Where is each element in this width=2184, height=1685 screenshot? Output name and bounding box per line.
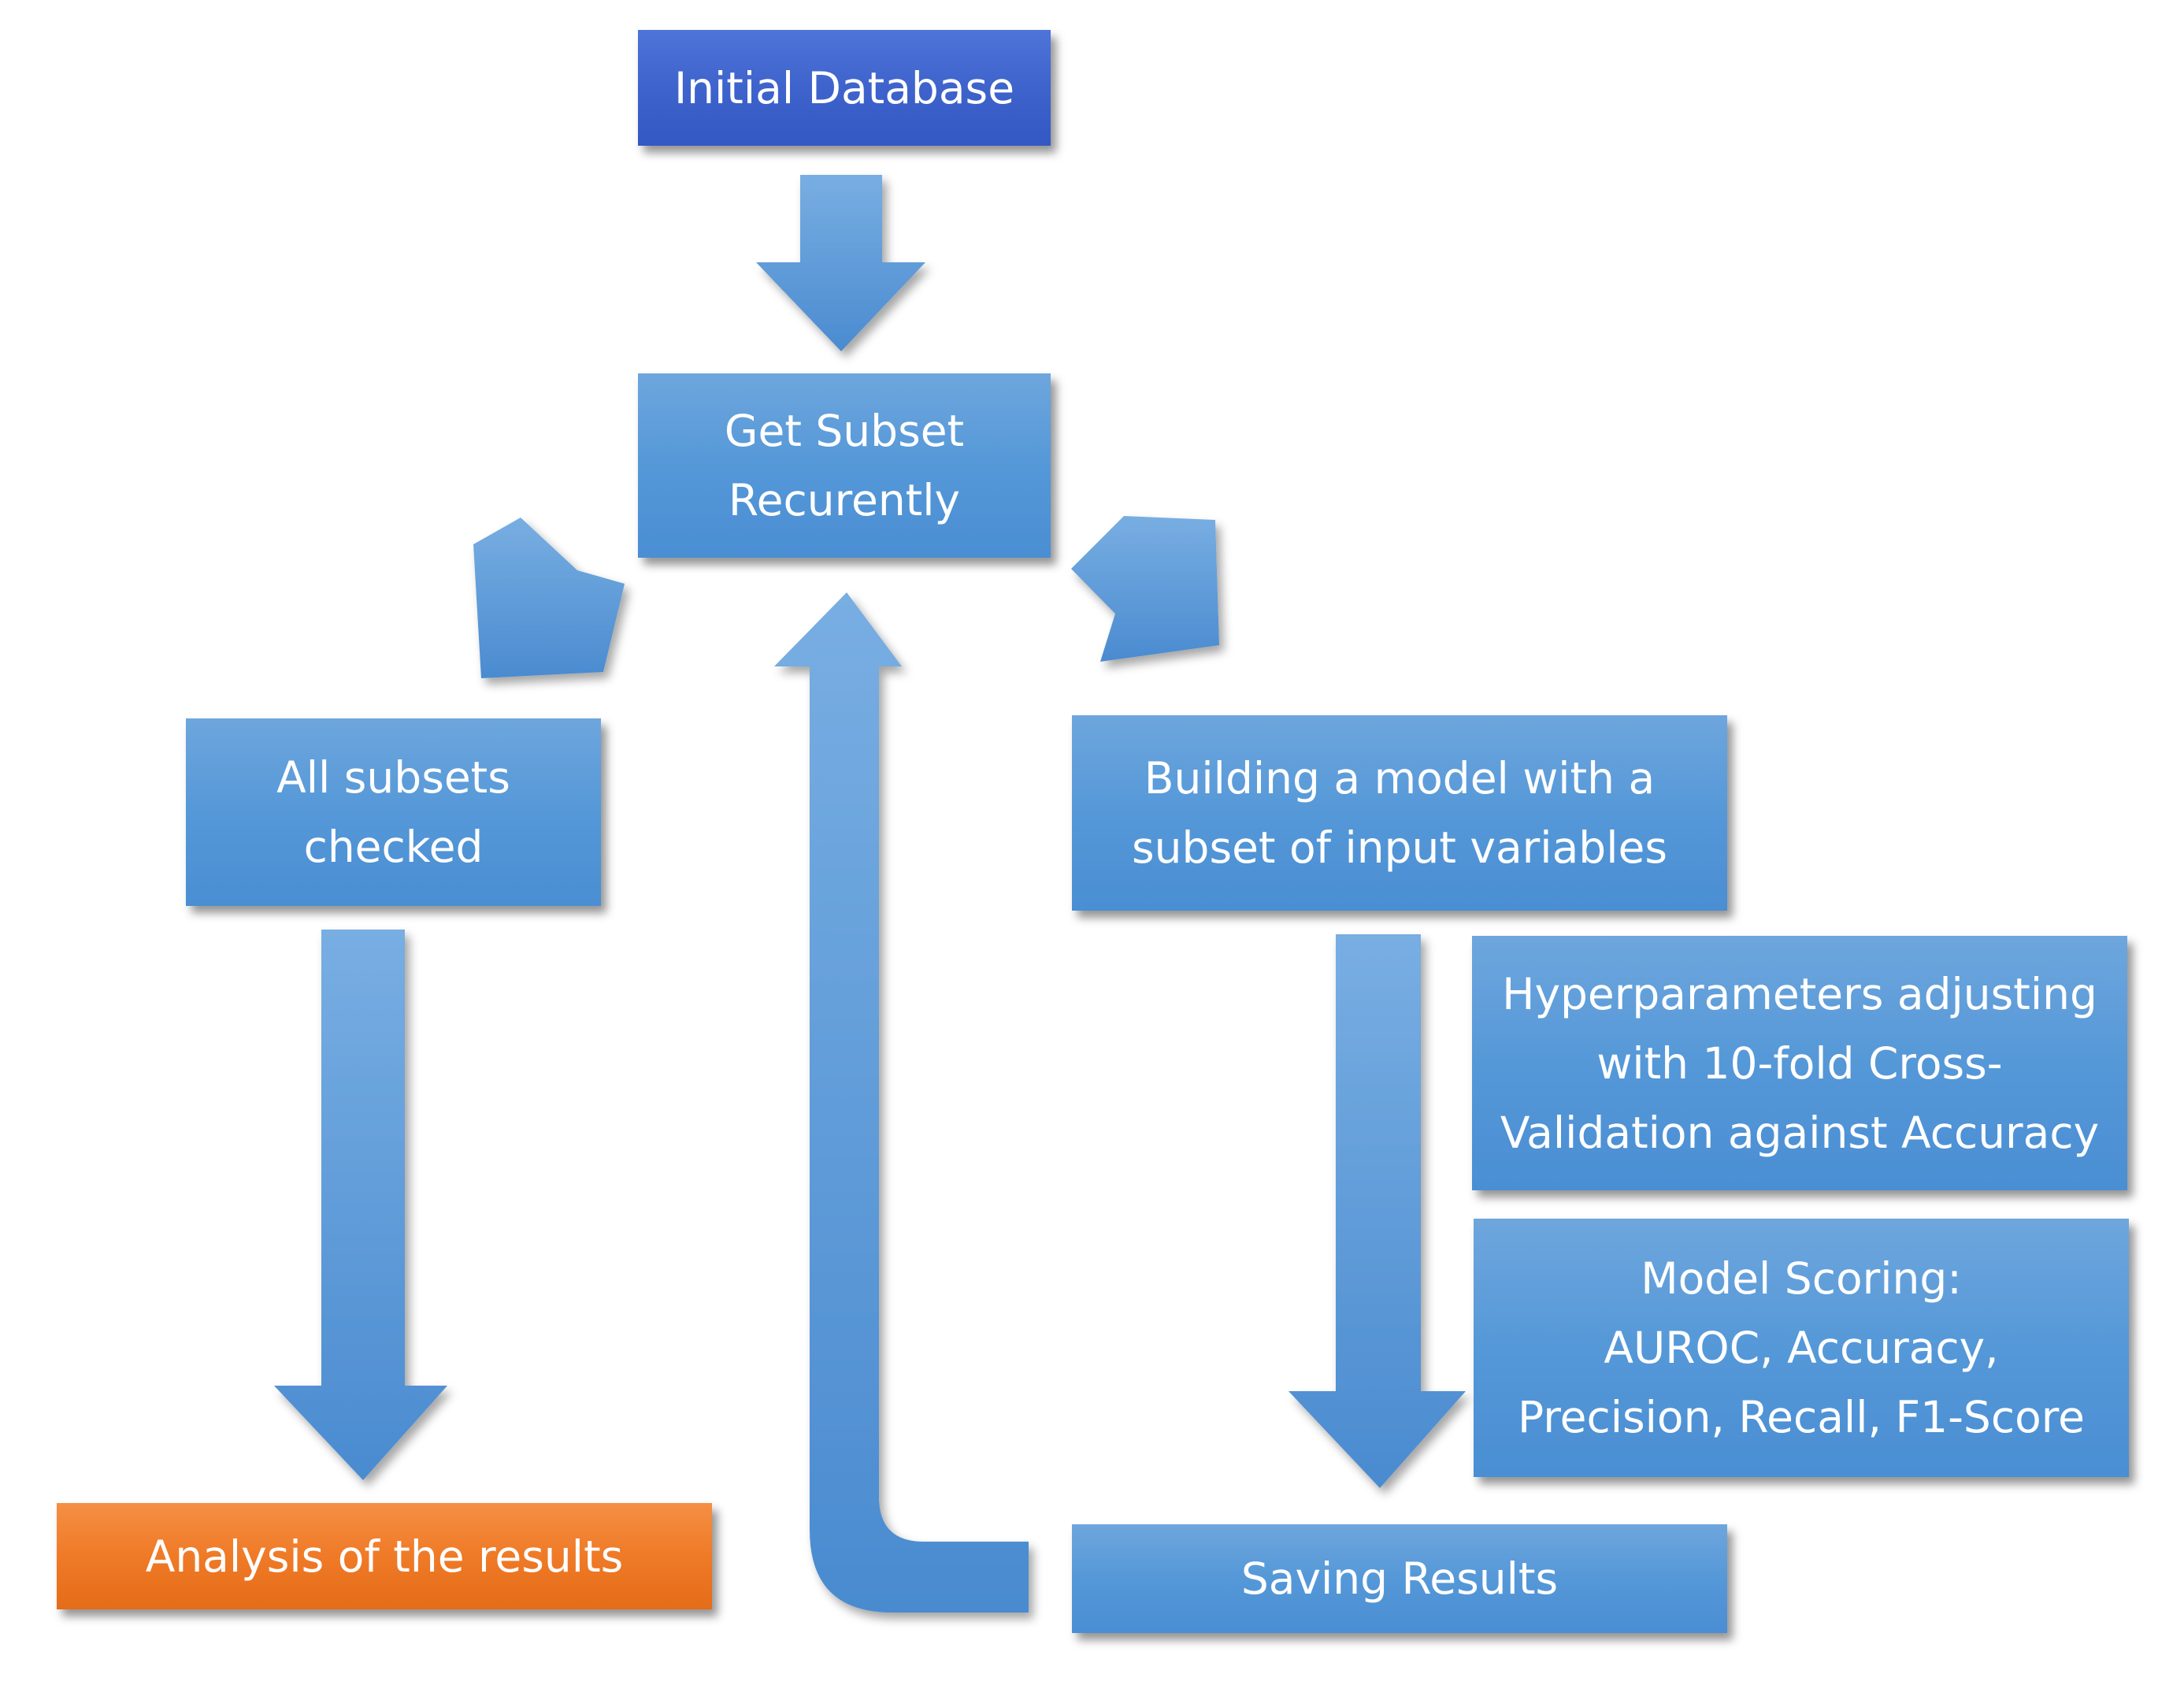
saving-results-label: Saving Results	[1240, 1553, 1559, 1604]
arrow-down-to-analysis	[274, 930, 447, 1480]
building-model-box: Building a model with a subset of input …	[1072, 715, 1727, 911]
all-subsets-label-line1: All subsets	[276, 752, 510, 803]
all-subsets-checked-box: All subsets checked	[186, 718, 601, 906]
get-subset-label-line2: Recurently	[728, 475, 961, 525]
arrow-diagonal-to-building-model	[1071, 516, 1219, 662]
analysis-results-label: Analysis of the results	[145, 1531, 624, 1582]
model-scoring-label-line3: Precision, Recall, F1-Score	[1518, 1392, 2085, 1442]
hyperparameters-label-line2: with 10-fold Cross-	[1596, 1037, 2003, 1089]
model-scoring-label-line1: Model Scoring:	[1641, 1253, 1962, 1304]
initial-database-box: Initial Database	[638, 30, 1051, 146]
model-scoring-box: Model Scoring: AUROC, Accuracy, Precisio…	[1474, 1219, 2129, 1477]
initial-database-label: Initial Database	[673, 62, 1015, 113]
building-model-label-line2: subset of input variables	[1132, 822, 1667, 873]
get-subset-box: Get Subset Recurently	[638, 373, 1051, 558]
arrow-down-to-get-subset	[756, 175, 925, 351]
arrow-loop-back-to-get-subset	[774, 592, 1029, 1613]
hyperparameters-label-line3: Validation against Accuracy	[1500, 1107, 2100, 1158]
hyperparameters-label-line1: Hyperparameters adjusting	[1502, 968, 2097, 1019]
arrow-diagonal-to-all-subsets	[473, 518, 625, 678]
get-subset-label-line1: Get Subset	[724, 406, 965, 456]
arrow-down-to-saving-results	[1289, 934, 1466, 1488]
analysis-results-box: Analysis of the results	[57, 1503, 712, 1609]
saving-results-box: Saving Results	[1072, 1524, 1727, 1633]
all-subsets-label-line2: checked	[303, 822, 484, 872]
model-scoring-label-line2: AUROC, Accuracy,	[1604, 1323, 1999, 1373]
building-model-label-line1: Building a model with a	[1144, 753, 1656, 804]
hyperparameters-box: Hyperparameters adjusting with 10-fold C…	[1472, 936, 2127, 1190]
